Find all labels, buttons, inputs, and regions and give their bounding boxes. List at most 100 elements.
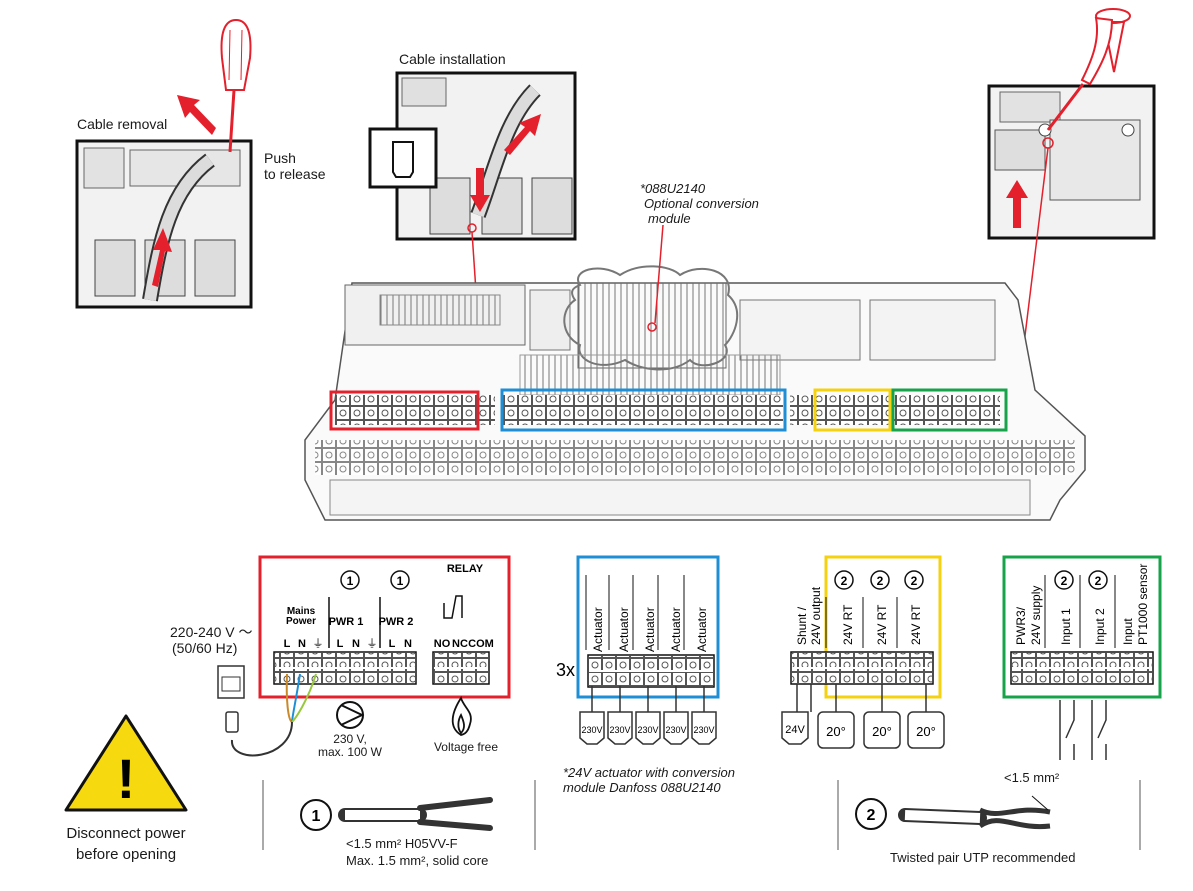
pwr1-label: PWR 1 (329, 616, 364, 628)
cable-1-label-1: <1.5 mm² H05VV-F (346, 836, 458, 851)
l-3: L (389, 638, 396, 650)
n-1: N (298, 638, 306, 650)
arrow-out-icon (177, 95, 216, 135)
l-1: L (284, 638, 291, 650)
voltage-free-label: Voltage free (433, 740, 499, 754)
actuator-terminal-highlight (500, 388, 787, 432)
voltage-label-1: 220-240 V ～ (170, 624, 253, 640)
cable-installation-label: Cable installation (399, 51, 506, 67)
l-2: L (337, 638, 344, 650)
mark-2b: 2 (877, 574, 884, 588)
v230-4: 230V (665, 725, 686, 735)
cable-2-icon (898, 807, 1051, 830)
screwdriver-icon (220, 18, 252, 153)
output-24v-icon (781, 711, 809, 745)
push-release-label-1: Push (264, 150, 296, 166)
shunt-1: Shunt / (795, 606, 809, 645)
input2-label: Input 2 (1093, 608, 1107, 645)
v230-1: 230V (581, 725, 602, 735)
times-three: 3x (556, 660, 575, 680)
power-panel (258, 555, 511, 699)
disconnect-label-1: Disconnect power (66, 825, 186, 842)
mark-2a: 2 (841, 574, 848, 588)
flame-icon (451, 695, 472, 736)
mains-label-2: Power (286, 616, 316, 627)
actuator-note-2: module Danfoss 088U2140 (563, 780, 721, 795)
mark-2e: 2 (1095, 574, 1102, 588)
module-label-3: module (648, 211, 691, 226)
v24-label: 24V (785, 724, 805, 736)
v230-3: 230V (637, 725, 658, 735)
actuator-icons (579, 686, 717, 745)
v230-5: 230V (693, 725, 714, 735)
relay-no: NO (434, 638, 451, 650)
relay-label: RELAY (447, 563, 484, 575)
mains-label-1: Mains (287, 606, 316, 617)
pwr3-1: PWR3/ (1014, 606, 1028, 645)
warning-icon (64, 714, 188, 812)
cable-2-note-label: Twisted pair UTP recommended (890, 850, 1076, 865)
plug-icon (225, 711, 293, 757)
deg-2: 20° (872, 724, 892, 739)
cable-1-label-2: Max. 1.5 mm², solid core (346, 853, 489, 868)
pump-label-2: max. 100 W (317, 745, 383, 759)
pwr2-label: PWR 2 (379, 616, 414, 628)
pt-2: PT1000 sensor (1136, 564, 1150, 645)
mark-2-cable: 2 (867, 807, 876, 824)
warning-exclaim: ! (117, 747, 136, 810)
relay-nc: NC (452, 638, 468, 650)
voltage-label-2: (50/60 Hz) (172, 640, 238, 656)
module-label-2: Optional conversion (644, 196, 759, 211)
arrow-up-icon (152, 228, 172, 287)
shunt-2: 24V output (809, 586, 823, 645)
rt-1: 24V RT (841, 604, 855, 645)
cable-installation-inset (368, 71, 577, 241)
arrow-up-right-icon (1006, 180, 1028, 228)
controller-board (304, 224, 1086, 521)
rt-3: 24V RT (909, 604, 923, 645)
mark-1a: 1 (347, 574, 354, 588)
pump-icon (336, 701, 365, 729)
switch-icon (1059, 700, 1107, 760)
pwr3-2: 24V supply (1029, 586, 1043, 645)
actuator-5: Actuator (695, 607, 709, 652)
marker-icons (300, 570, 1108, 831)
actuator-note-1: *24V actuator with conversion (563, 765, 735, 780)
deg-1: 20° (826, 724, 846, 739)
screwdriver-right-icon (1042, 8, 1131, 149)
push-release-label-2: to release (264, 166, 326, 182)
mark-1-cable: 1 (312, 808, 321, 825)
pump-label-1: 230 V, (333, 732, 367, 746)
cable-1-icon (338, 797, 493, 831)
mark-2d: 2 (1061, 574, 1068, 588)
cable-2-size-label: <1.5 mm² (1004, 770, 1060, 785)
actuator-3: Actuator (643, 607, 657, 652)
pe-1: ⏚ (313, 637, 324, 650)
power-terminals (275, 653, 415, 683)
mark-1b: 1 (397, 574, 404, 588)
input-terminal-highlight (891, 388, 1008, 432)
arrow-in-icon (504, 114, 541, 155)
v230-2: 230V (609, 725, 630, 735)
deg-3: 20° (916, 724, 936, 739)
mark-2c: 2 (911, 574, 918, 588)
disconnect-label-2: before opening (75, 846, 177, 863)
input1-label: Input 1 (1059, 608, 1073, 645)
actuator-1: Actuator (591, 607, 605, 652)
pushbutton-icon (392, 141, 414, 178)
n-3: N (404, 638, 412, 650)
rt-terminal-highlight (813, 388, 892, 432)
mains-terminal-highlight (329, 390, 480, 431)
thermostat-icons (817, 684, 945, 749)
actuator-2: Actuator (617, 607, 631, 652)
rt-2: 24V RT (875, 604, 889, 645)
module-label-1: *088U2140 (640, 181, 706, 196)
cable-removal-inset (75, 139, 253, 309)
actuator-4: Actuator (669, 607, 683, 652)
socket-icon (217, 665, 245, 699)
relay-com: COM (468, 638, 494, 650)
n-2: N (352, 638, 360, 650)
arrow-down-icon (470, 168, 490, 212)
pt-1: Input (1121, 618, 1135, 645)
